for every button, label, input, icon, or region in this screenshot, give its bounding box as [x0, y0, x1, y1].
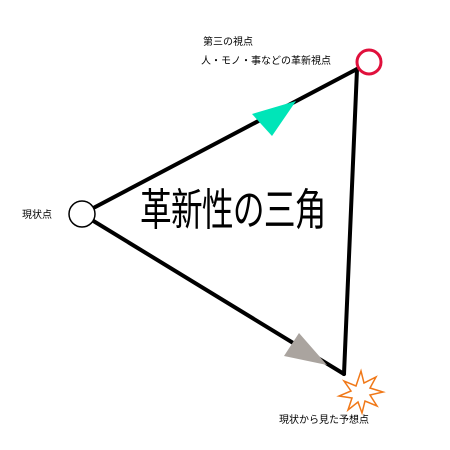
forecast-point-label: 現状から見た予想点 — [279, 415, 369, 426]
diagram-title: 革新性の三角 — [140, 185, 326, 236]
arrow-up-right-icon — [252, 101, 296, 136]
arrow-down-right-icon — [284, 333, 327, 365]
third-view-circle-icon — [355, 48, 383, 76]
current-point-label: 現状点 — [22, 210, 52, 221]
third-view-title: 第三の視点 — [203, 37, 253, 48]
edge-third-to-forecast — [342, 67, 359, 376]
third-view-subtitle: 人・モノ・事などの革新視点 — [201, 56, 331, 67]
edge-current-to-third — [80, 67, 359, 216]
forecast-burst-icon — [336, 368, 386, 416]
current-point-circle-icon — [68, 200, 96, 228]
